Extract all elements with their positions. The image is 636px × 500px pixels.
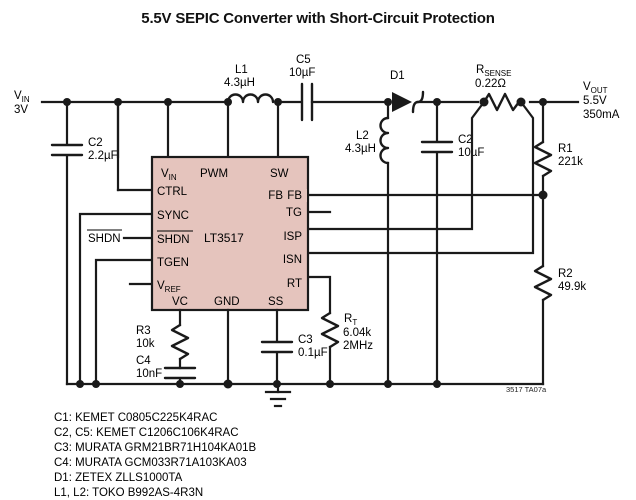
feedback-node	[306, 190, 548, 268]
vout-port-label: VOUT	[583, 81, 608, 95]
bom-note-list: C1: KEMET C0805C225K4RAC C2, C5: KEMET C…	[54, 412, 257, 499]
capacitor-c2-input: C2 2.2µF	[50, 98, 118, 386]
vin-pin-connection	[114, 98, 154, 192]
resistor-r1: R1 221k	[533, 100, 583, 197]
ss-softstart-network: C3 0.1µF	[260, 308, 328, 386]
c3-ref: C3	[298, 334, 313, 346]
pin-label-vc: VC	[172, 296, 188, 308]
r3-value: 10k	[136, 338, 155, 350]
bom-note-2: C3: MURATA GRM21BR71H104KA01B	[54, 442, 257, 454]
pin-label-rt: RT	[287, 278, 302, 290]
vout-port-value: 5.5V	[583, 95, 607, 107]
r2-value: 49.9k	[558, 281, 586, 293]
pin-label-gnd: GND	[214, 296, 240, 308]
r2-ref: R2	[558, 268, 573, 280]
bom-note-0: C1: KEMET C0805C225K4RAC	[54, 412, 217, 424]
rsense-value: 0.22Ω	[475, 78, 506, 90]
capacitor-c5: C5 10µF	[289, 54, 315, 122]
vc-compensation-network: R3 10k C4 10nF	[136, 308, 197, 386]
r1-value: 221k	[558, 156, 583, 168]
r1-ref: R1	[558, 143, 573, 155]
bom-note-3: C4: MURATA GCM033R71A103KA03	[54, 457, 247, 469]
shdn-pin-stub: SHDN	[87, 229, 154, 245]
fb-label-bg	[283, 189, 307, 202]
c5-value: 10µF	[289, 67, 315, 79]
vin-port-label: VIN	[14, 90, 30, 104]
l1-value: 4.3µH	[224, 77, 255, 89]
ic-lt3517-body[interactable]	[150, 155, 310, 312]
tgen-pin-stub	[94, 258, 154, 386]
pin-label-tgen: TGEN	[157, 257, 189, 269]
c2-input-value: 2.2µF	[88, 150, 118, 162]
rsense-ref: RSENSE	[476, 64, 511, 78]
ground-rail	[65, 379, 545, 389]
rt-pin-connection: RT 6.04k 2MHz	[306, 275, 373, 386]
pin-label-fb: FB	[268, 190, 283, 202]
rt-freq: 2MHz	[343, 340, 373, 352]
rt-value: 6.04k	[343, 327, 371, 339]
shdn-input-label: SHDN	[88, 233, 121, 245]
vin-port: VIN 3V	[14, 90, 30, 116]
capacitor-c2-output: C2 10µF	[420, 98, 484, 386]
document-reference: 3517 TA07a	[506, 385, 547, 394]
inductor-l2: L2 4.3µH	[345, 98, 392, 386]
r3-ref: R3	[136, 325, 151, 337]
l2-ref: L2	[356, 130, 369, 142]
bom-note-4: D1: ZETEX ZLLS1000TA	[54, 472, 183, 484]
pin-label-pwm: PWM	[200, 168, 228, 180]
pin-label-vin: VIN	[161, 168, 177, 182]
c2-output-ref: C2	[458, 134, 473, 146]
resistor-rsense: RSENSE 0.22Ω	[306, 64, 535, 255]
c5-ref: C5	[296, 54, 311, 66]
diode-d1: D1	[390, 70, 425, 114]
bom-note-5: L1, L2: TOKO B992AS-4R3N	[54, 487, 203, 499]
ground-symbol	[264, 382, 292, 408]
vout-port-current: 350mA	[583, 109, 620, 121]
pin-label-vref: VREF	[157, 280, 181, 294]
d1-ref: D1	[390, 70, 405, 82]
resistor-r2: R2 49.9k	[533, 264, 586, 386]
pin-label-tg: TG	[286, 207, 302, 219]
pin-label-sync: SYNC	[157, 210, 189, 222]
sync-pin-stub	[78, 212, 154, 386]
bom-note-1: C2, C5: KEMET C1206C106K4RAC	[54, 427, 239, 439]
c2-input-ref: C2	[88, 137, 103, 149]
c4-ref: C4	[136, 355, 151, 367]
pin-label-sw: SW	[270, 168, 289, 180]
c4-value: 10nF	[136, 368, 162, 380]
l2-value: 4.3µH	[345, 143, 376, 155]
vin-port-value: 3V	[14, 104, 28, 116]
pin-label-isn: ISN	[283, 254, 302, 266]
pin-label-shdn: SHDN	[157, 234, 190, 246]
vout-port: VOUT 5.5V 350mA	[539, 81, 620, 121]
ic-part-number: LT3517	[204, 231, 244, 245]
page-title: 5.5V SEPIC Converter with Short-Circuit …	[141, 10, 495, 27]
inductor-l1: L1 4.3µH	[224, 64, 282, 159]
pin-label-isp: ISP	[283, 231, 302, 243]
pwm-pin-connection	[164, 98, 172, 159]
pin-label-fb-2: FB	[287, 190, 302, 202]
pin-label-ctrl: CTRL	[157, 186, 188, 198]
rt-ref: RT	[344, 313, 357, 327]
l1-ref: L1	[235, 64, 248, 76]
pin-label-ss: SS	[268, 296, 284, 308]
c3-value: 0.1µF	[298, 347, 328, 359]
